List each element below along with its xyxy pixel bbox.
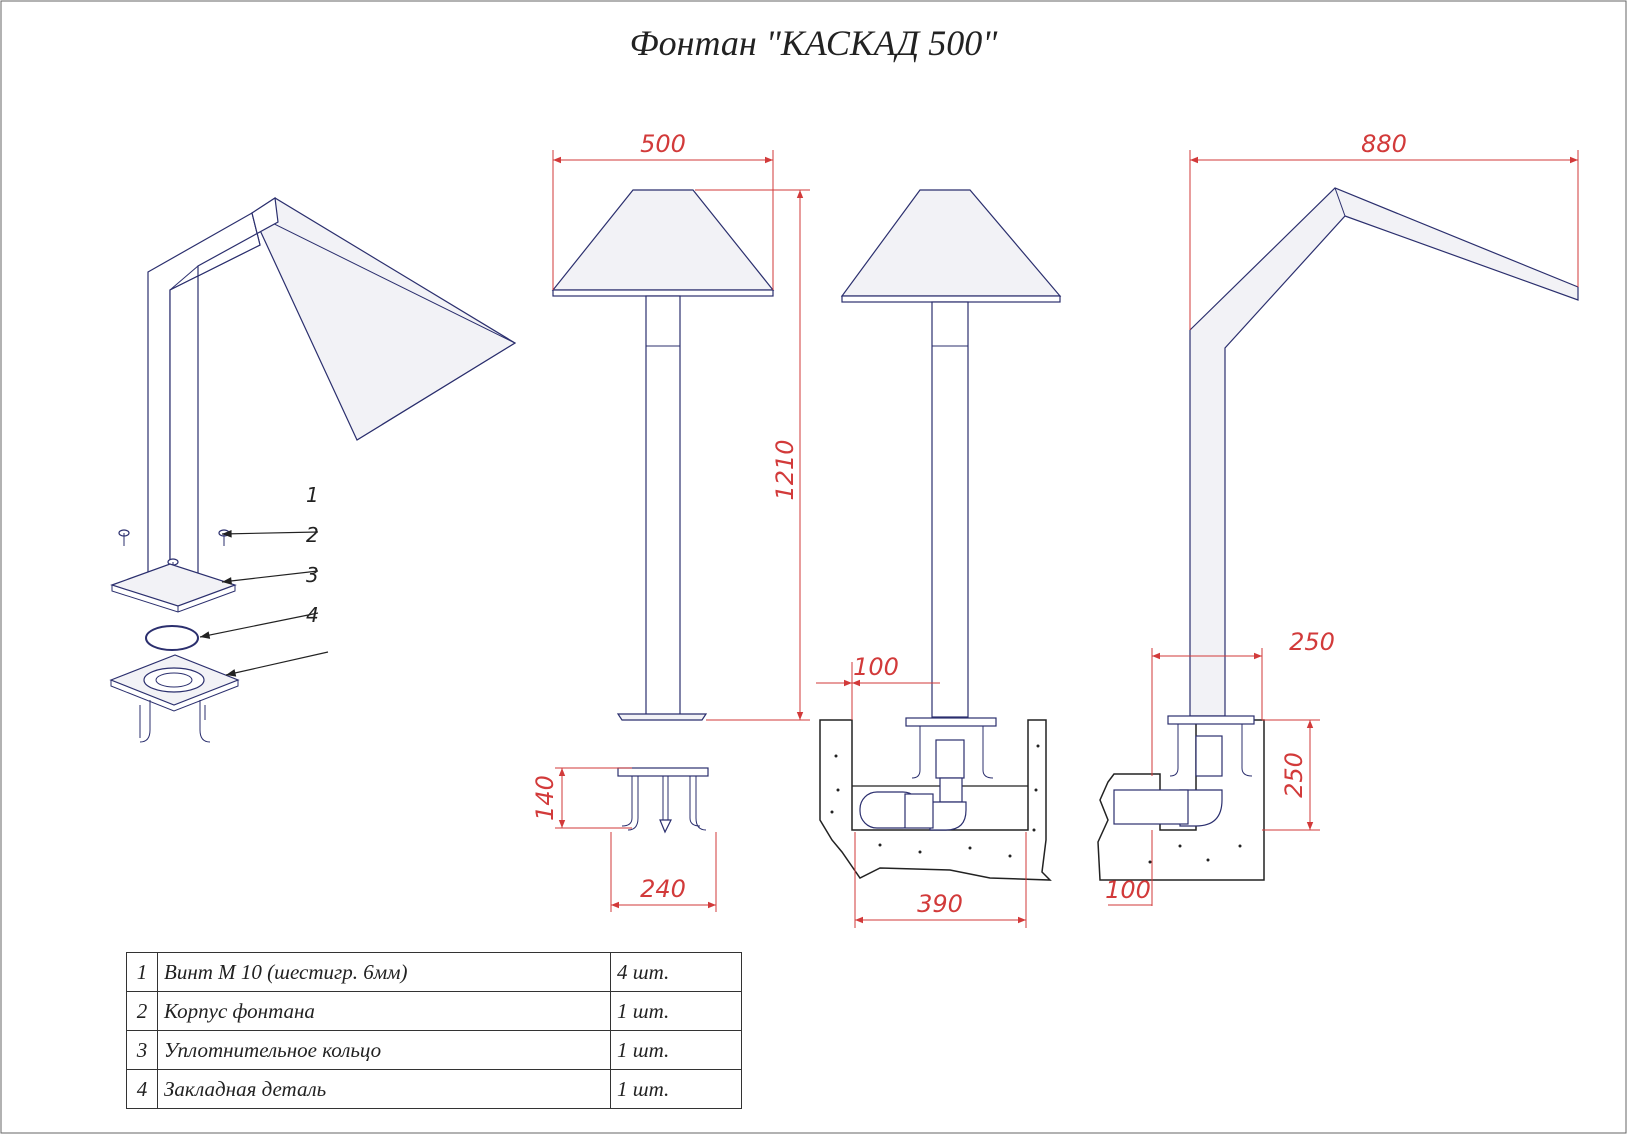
front-canopy — [551, 189, 775, 291]
front-view: 500 1210 — [551, 130, 810, 721]
dim-plate-height: 140 — [531, 775, 559, 821]
part-quantity: 1 шт. — [610, 991, 742, 1031]
mid-canopy — [840, 189, 1062, 297]
parts-table: 1 Винт М 10 (шестигр. 6мм) 4 шт. 2 Корпу… — [126, 952, 742, 1109]
iso-canopy — [251, 197, 517, 441]
side-post-canopy — [1189, 187, 1579, 717]
table-row: 3 Уплотнительное кольцо 1 шт. — [126, 1030, 742, 1070]
dim-pit-width: 390 — [917, 890, 963, 918]
part-quantity: 1 шт. — [610, 1069, 742, 1109]
callout-4: 4 — [306, 603, 319, 627]
part-number: 3 — [126, 1030, 158, 1070]
callout-3: 3 — [306, 563, 319, 587]
front-post — [645, 295, 681, 717]
drawing-title: Фонтан "КАСКАД 500" — [629, 23, 998, 63]
side-drain-pipe — [1113, 789, 1189, 825]
callout-2: 2 — [306, 523, 319, 547]
table-row: 1 Винт М 10 (шестигр. 6мм) 4 шт. — [126, 952, 742, 992]
table-row: 2 Корпус фонтана 1 шт. — [126, 991, 742, 1031]
part-name: Уплотнительное кольцо — [157, 1030, 611, 1070]
side-flange — [1167, 715, 1255, 725]
iso-seal-ring — [145, 625, 199, 651]
part-number: 2 — [126, 991, 158, 1031]
side-pipe-elbow — [1179, 789, 1223, 827]
front-anchor-hook — [621, 776, 633, 827]
dim-offset-side: 250 — [1289, 628, 1335, 656]
side-view: 880 250 250 100 — [1097, 130, 1579, 906]
part-name: Закладная деталь — [157, 1069, 611, 1109]
isometric-view: 1 2 3 4 — [109, 196, 517, 743]
dim-plate-width: 240 — [640, 875, 686, 903]
dim-width-front: 500 — [640, 130, 686, 158]
dim-offset-bottom: 100 — [1105, 876, 1151, 904]
middle-section-view: 100 390 — [816, 189, 1062, 928]
table-row: 4 Закладная деталь 1 шт. — [126, 1069, 742, 1109]
mid-flange — [905, 717, 997, 727]
iso-anchor-hook — [139, 700, 151, 743]
dim-height: 1210 — [771, 439, 799, 500]
part-number: 1 — [126, 952, 158, 992]
part-name: Корпус фонтана — [157, 991, 611, 1031]
part-name: Винт М 10 (шестигр. 6мм) — [157, 952, 611, 992]
part-quantity: 4 шт. — [610, 952, 742, 992]
mid-post — [931, 301, 969, 718]
front-flange — [616, 713, 708, 721]
front-embedded-part: 140 240 — [531, 767, 717, 912]
part-quantity: 1 шт. — [610, 1030, 742, 1070]
iso-flange-plate — [110, 563, 237, 607]
dim-pit-depth: 250 — [1280, 752, 1308, 798]
callout-1: 1 — [306, 483, 319, 507]
part-number: 4 — [126, 1069, 158, 1109]
dim-width-side: 880 — [1361, 130, 1407, 158]
dim-offset-mid: 100 — [853, 653, 899, 681]
mid-pit — [819, 719, 1052, 881]
